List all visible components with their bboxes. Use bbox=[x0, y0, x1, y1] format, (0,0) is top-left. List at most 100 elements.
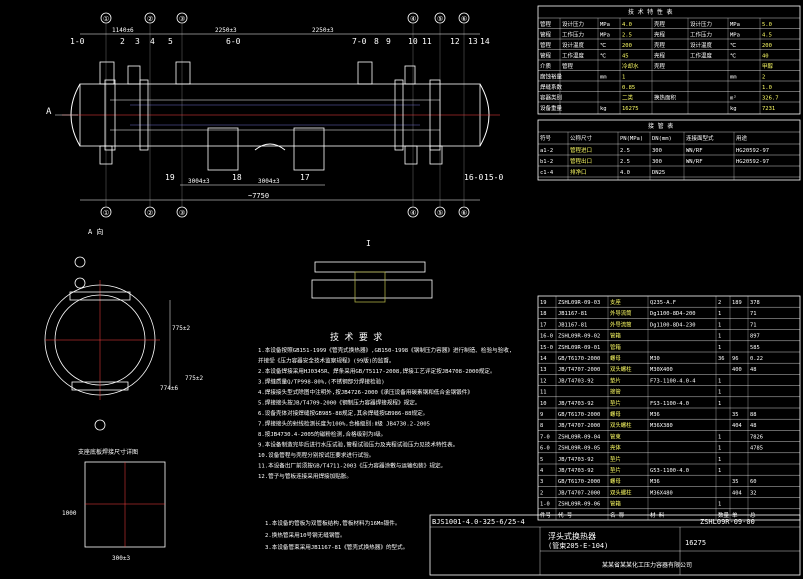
part-number: 11 bbox=[422, 37, 432, 46]
part-number: 6-0 bbox=[226, 37, 241, 46]
part-number: 17 bbox=[300, 173, 310, 182]
nozzle-cell: c1-4 bbox=[540, 170, 554, 176]
bom-cell: 3 bbox=[540, 479, 543, 485]
spec-cell: 设计温度 bbox=[562, 41, 585, 49]
spec-cell: 4.0 bbox=[622, 22, 632, 28]
spec-cell: ℃ bbox=[730, 43, 737, 49]
bom-cell: 36 bbox=[718, 356, 725, 362]
spec-cell: 管程 bbox=[540, 20, 552, 28]
bom-cell: 1 bbox=[718, 334, 721, 340]
spec-cell: ℃ bbox=[730, 54, 737, 60]
bom-cell: 垫片 bbox=[610, 455, 621, 463]
drawing-number-2: ZSHL09R-09-00 bbox=[700, 518, 755, 526]
grid-label: ⑥ bbox=[461, 15, 467, 23]
spec-cell: 1.0 bbox=[762, 85, 772, 91]
detail-title: I bbox=[366, 239, 371, 248]
bom-cell: 60 bbox=[750, 479, 757, 485]
spec-cell: 壳程 bbox=[654, 20, 666, 28]
tech-note: 1.本设备的管板为双管板结构,管板材料为16Mn锻件。 bbox=[265, 519, 400, 527]
bom-cell: GB/T6170-2000 bbox=[558, 412, 600, 418]
nozzle bbox=[404, 65, 416, 85]
nozzle-header: 符号 bbox=[540, 134, 552, 142]
dim-text: 3004±3 bbox=[188, 178, 210, 185]
spec-cell: 设计温度 bbox=[690, 41, 713, 49]
bom-cell: 1 bbox=[718, 434, 721, 440]
bom-cell: 189 bbox=[732, 300, 742, 306]
drawing-weight: 16275 bbox=[685, 539, 706, 547]
bom-cell: 96 bbox=[732, 356, 739, 362]
bom-cell: Dg1100-8D4-230 bbox=[650, 322, 695, 328]
nozzle-a bbox=[69, 291, 131, 301]
part-number: 14 bbox=[480, 37, 490, 46]
bom-cell: ZSHL09R-09-02 bbox=[558, 334, 600, 340]
spec-cell: 2.5 bbox=[622, 33, 632, 39]
spec-cell: m² bbox=[730, 95, 737, 102]
flange bbox=[429, 79, 441, 151]
bom-cell: FS3-1100-4.0 bbox=[650, 401, 689, 407]
bom-cell: 1 bbox=[718, 322, 721, 328]
bom-cell: 5 bbox=[540, 457, 543, 463]
bom-cell: ZSHL09R-09-03 bbox=[558, 300, 600, 306]
tech-line: 1.本设备按照GB151-1999《管壳式换热器》,GB150-1998《钢制压… bbox=[258, 346, 512, 354]
spec-cell: 5.0 bbox=[762, 22, 772, 28]
grid-label: ② bbox=[147, 15, 153, 23]
spec-cell: kg bbox=[730, 106, 737, 112]
nozzle bbox=[357, 61, 373, 85]
tech-note: 3.本设备管束采用JB1167-81《管壳式换热器》的型式。 bbox=[265, 543, 408, 551]
tech-line: 4.焊接接头型式除图中注明外,按JB4726-2000《承压设备用碳素钢和低合金… bbox=[258, 388, 473, 396]
grid-label: ⑤ bbox=[437, 209, 443, 217]
bom-cell: 2 bbox=[718, 300, 721, 306]
nozzle-cell: a1-2 bbox=[540, 148, 553, 154]
part-number: 1-0 bbox=[70, 37, 85, 46]
bom-cell: 71 bbox=[750, 311, 757, 317]
bom-cell: 螺母 bbox=[610, 354, 621, 362]
tech-line: 6.设备壳体对接焊缝按GB985-88规定,其余焊缝按GB986-88规定。 bbox=[258, 409, 428, 417]
spec-cell: 2 bbox=[762, 75, 765, 81]
bom-cell: JB/T4703-92 bbox=[558, 468, 594, 474]
tech-line: 8.按JB4730.4-2005的磁粉检测,合格级别为Ⅰ级。 bbox=[258, 430, 386, 438]
saddle-support bbox=[207, 127, 239, 171]
bom-cell: 1 bbox=[718, 468, 721, 474]
tech-line: 3.焊缝质量Q/TP998-80%,(不锈钢部分焊接检验) bbox=[258, 378, 385, 386]
tech-title: 技 术 要 求 bbox=[330, 331, 382, 343]
spec-cell: 设备重量 bbox=[540, 104, 563, 112]
view-title: A 向 bbox=[88, 227, 103, 236]
bom-cell: JB/T4703-92 bbox=[558, 457, 594, 463]
part-number: 19 bbox=[165, 173, 175, 182]
bom-cell: 螺母 bbox=[610, 410, 621, 418]
bom-cell: 双头螺柱 bbox=[610, 488, 632, 496]
bom-cell: 14 bbox=[540, 356, 547, 362]
spec-cell: 45 bbox=[622, 54, 629, 60]
bom-cell: 1 bbox=[718, 401, 721, 407]
bom-cell: 双头螺柱 bbox=[610, 365, 632, 373]
tech-line: 10.设备管程与壳程分别按试压要求进行试验。 bbox=[258, 451, 374, 459]
spec-cell: 工作温度 bbox=[562, 52, 585, 60]
spec-cell: MPa bbox=[730, 22, 740, 28]
spec-cell: 壳程 bbox=[654, 41, 666, 49]
drawing-name: 浮头式换热器 bbox=[548, 531, 596, 541]
nozzle bbox=[404, 145, 418, 165]
dim-text: 1140±6 bbox=[112, 27, 134, 34]
bom-cell: 71 bbox=[750, 322, 757, 328]
nozzle-title: 接 管 表 bbox=[648, 122, 673, 130]
bom-cell: Q235-A.F bbox=[650, 300, 676, 306]
grid-label: ④ bbox=[410, 15, 416, 23]
grid-marker bbox=[74, 277, 86, 289]
bom-cell: ZSHL09R-09-01 bbox=[558, 345, 600, 351]
bom-cell: 48 bbox=[750, 367, 757, 373]
grid-marker bbox=[94, 419, 106, 431]
spec-cell: 326.7 bbox=[762, 96, 779, 102]
bom-cell: GB/T6170-2000 bbox=[558, 356, 600, 362]
spec-cell: 焊缝系数 bbox=[540, 83, 563, 91]
bom-cell: 13 bbox=[540, 367, 547, 373]
bom-cell: M30 bbox=[650, 356, 660, 362]
spec-cell: 工作温度 bbox=[690, 52, 713, 60]
bom-cell: JB/T4707-2000 bbox=[558, 490, 600, 496]
bom-cell: 12 bbox=[540, 378, 547, 384]
bom-cell: 2 bbox=[540, 490, 543, 496]
bom-cell: 1-0 bbox=[540, 502, 550, 508]
spec-cell: 腐蚀裕量 bbox=[540, 73, 563, 81]
spec-cell: 冷却水 bbox=[622, 62, 639, 70]
